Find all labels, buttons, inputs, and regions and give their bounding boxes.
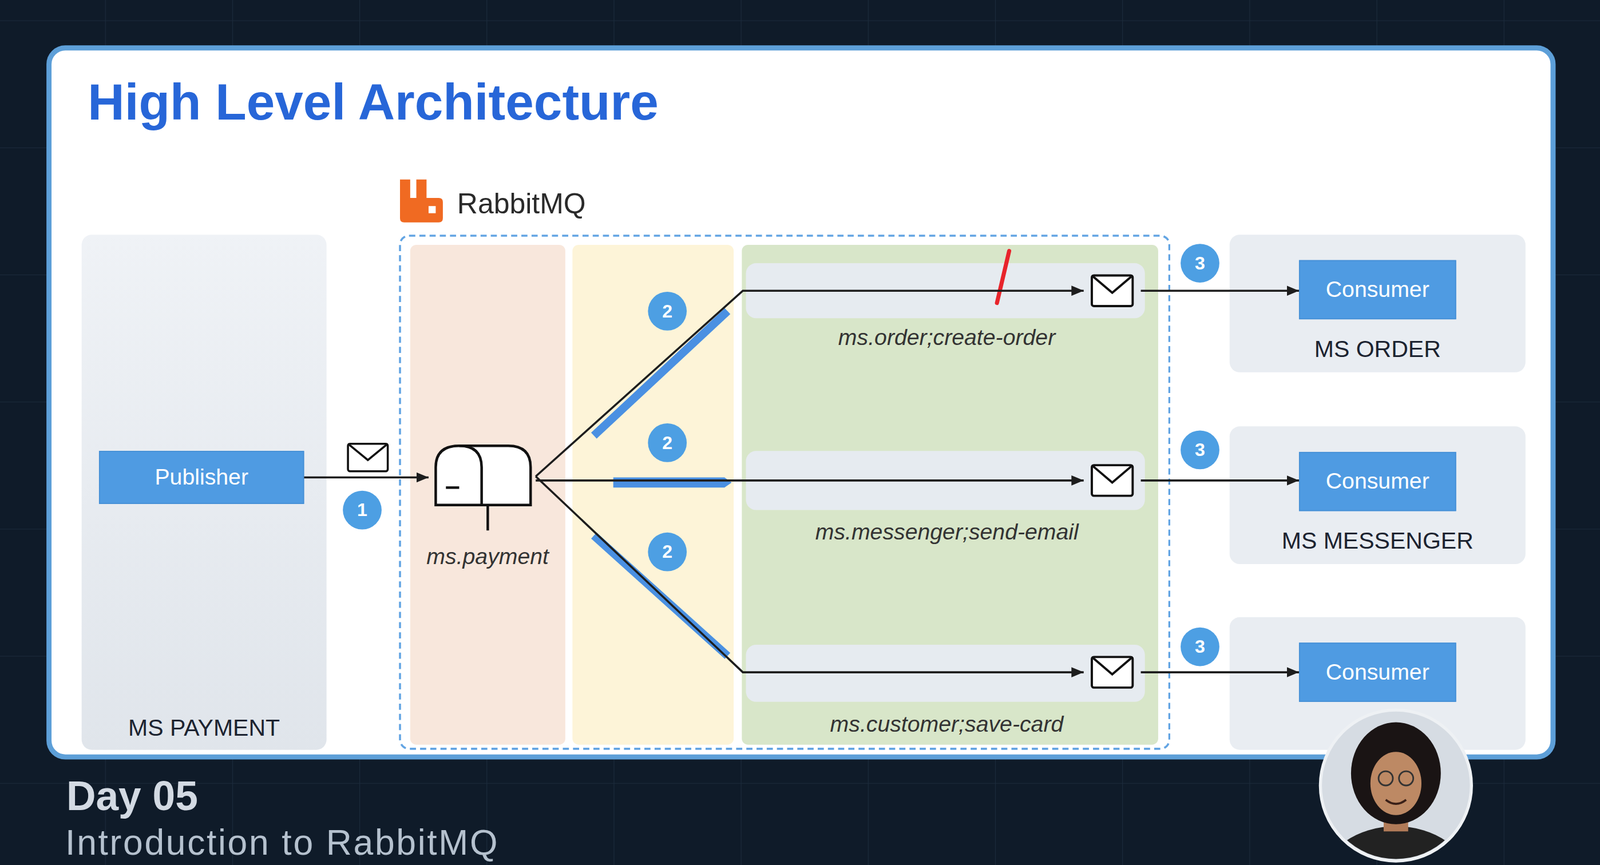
flow-arrow	[303, 476, 429, 479]
caption-holder: Day 05	[66, 773, 198, 819]
envelope-body	[1091, 656, 1133, 688]
envelope-icon	[1083, 648, 1142, 696]
title-holder: High Level Architecture	[87, 72, 659, 132]
pen-mark	[996, 251, 1009, 304]
publisher-box: Publisher	[98, 450, 304, 505]
envelope-body	[347, 444, 388, 472]
queue-node: ms.messenger;send-email	[1083, 457, 1142, 505]
envelope-body	[1091, 275, 1133, 306]
presenter-avatar	[1320, 710, 1472, 865]
caption-text: Introduction to RabbitMQ	[65, 822, 499, 863]
callout-number: 3	[1180, 243, 1220, 283]
box-label: Consumer	[1325, 276, 1430, 303]
outside-label: ms.order;create-order	[838, 324, 1056, 351]
exchange-node: ms.payment	[428, 440, 536, 513]
message-envelope	[347, 444, 388, 472]
box-label: Publisher	[154, 464, 249, 491]
mailbox-post	[486, 505, 489, 532]
consumer-box: Consumer	[1298, 452, 1457, 512]
box-label: MS MESSENGER	[1281, 527, 1474, 556]
flow-arrow	[535, 479, 1084, 482]
mailbox-flag	[445, 486, 459, 489]
avatar-shirt	[1324, 826, 1468, 865]
callout-number: 3	[1180, 430, 1220, 470]
mailbox-door	[458, 445, 482, 505]
avatar-hair	[1351, 722, 1441, 825]
envelope-flap	[347, 444, 388, 461]
box-label: MS PAYMENT	[128, 714, 280, 742]
queue-node: ms.customer;save-card	[1083, 648, 1142, 696]
service-panel: MS PAYMENT Publisher	[81, 234, 327, 750]
edge-group	[303, 290, 1299, 673]
binding-highlight	[593, 311, 728, 437]
callout-holder: 2	[647, 532, 687, 572]
box-label: Consumer	[1325, 468, 1430, 495]
envelope-icon	[1083, 457, 1142, 505]
callout-holder: 3	[1180, 430, 1220, 470]
caption-holder: Introduction to RabbitMQ	[65, 822, 499, 863]
binding-highlight	[613, 477, 732, 489]
logo-hole	[428, 206, 436, 213]
rabbitmq-logo	[400, 179, 443, 223]
outside-label: ms.messenger;send-email	[815, 519, 1079, 546]
flow-arrow	[1141, 671, 1299, 674]
queue-band	[741, 244, 1159, 746]
callout-holder: 2	[647, 423, 687, 463]
callout-number: 2	[647, 532, 687, 572]
callout-holder: 2	[647, 291, 687, 331]
outside-label: RabbitMQ	[457, 187, 586, 221]
flow-arrow	[1141, 289, 1299, 292]
envelope-flap	[1091, 465, 1133, 483]
callout-holder: 1	[342, 490, 382, 530]
callout-number: 1	[342, 490, 382, 530]
slide-card	[49, 48, 1554, 758]
avatar-face	[1370, 751, 1422, 816]
envelope-icon	[1083, 267, 1142, 315]
avatar-smile	[1385, 800, 1407, 805]
flow-arrow	[535, 290, 1084, 477]
consumer-box: Consumer	[1298, 642, 1457, 702]
mailbox-icon	[428, 440, 536, 538]
outside-label: ms.customer;save-card	[830, 711, 1064, 738]
callout-number: 2	[647, 291, 687, 331]
envelope-flap	[1091, 275, 1133, 293]
flow-arrow	[535, 476, 1084, 673]
envelope-body	[1091, 465, 1133, 496]
envelope-flap	[1091, 656, 1133, 675]
slide-title: High Level Architecture	[87, 72, 659, 132]
box-label: Consumer	[1325, 659, 1430, 686]
outside-label: ms.payment	[426, 543, 549, 570]
logo-shape	[400, 179, 443, 223]
callout-number: 3	[1180, 627, 1220, 667]
callout-holder: 3	[1180, 243, 1220, 283]
queue-node: ms.order;create-order	[1083, 267, 1142, 315]
flow-arrow	[1141, 479, 1299, 482]
queue-bar	[745, 644, 1145, 703]
exchange-band	[410, 244, 566, 746]
avatar-glasses	[1378, 771, 1393, 786]
avatar-glasses	[1399, 771, 1414, 786]
consumer-box: Consumer	[1298, 260, 1457, 320]
service-panel: MS MESSENGER Consumer	[1229, 426, 1526, 565]
mailbox-body	[435, 445, 531, 505]
callout-holder: 3	[1180, 627, 1220, 667]
box-label: MS ORDER	[1314, 335, 1441, 364]
caption-text: Day 05	[66, 773, 198, 819]
service-panel: MS ORDER Consumer	[1229, 234, 1526, 373]
callout-number: 2	[647, 423, 687, 463]
